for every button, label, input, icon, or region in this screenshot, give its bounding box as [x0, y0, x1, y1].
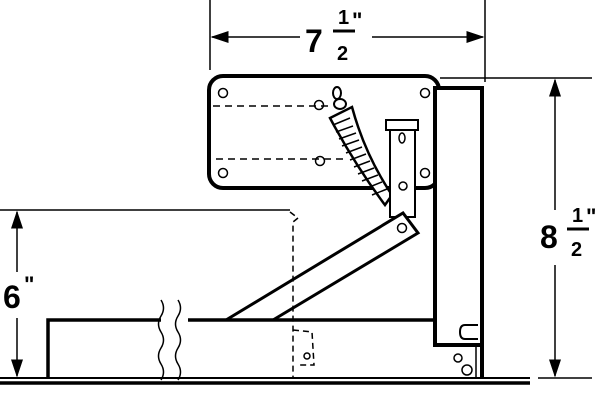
closed-position-outline [289, 211, 315, 378]
height-unit: " [586, 204, 596, 229]
width-denominator: 2 [337, 43, 348, 65]
width-dimension: 7 1 2 " [209, 0, 486, 82]
width-numerator: 1 [338, 7, 349, 29]
hinge-bracket [385, 119, 419, 218]
curved-stay [328, 86, 394, 208]
height-dimension: 8 1 2 " [440, 77, 596, 379]
width-unit: " [352, 8, 362, 33]
opening-dimension: 6 " [0, 209, 290, 378]
height-numerator: 1 [572, 205, 583, 227]
base-strip [0, 377, 530, 385]
cabinet [46, 299, 437, 381]
width-whole: 7 [305, 23, 323, 59]
lid-arm [225, 211, 421, 322]
opening-whole: 6 [3, 279, 21, 315]
height-denominator: 2 [571, 239, 582, 261]
opening-unit: " [24, 272, 34, 297]
height-whole: 8 [540, 219, 558, 255]
door-panel [433, 86, 484, 378]
